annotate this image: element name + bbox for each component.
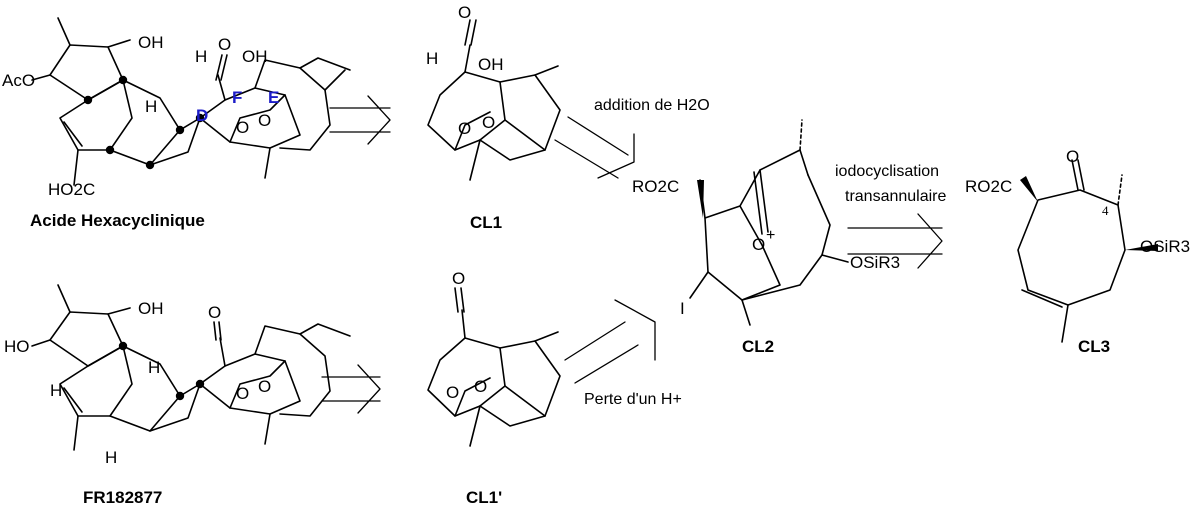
- retro-arrow-hexa-to-cl1: [329, 95, 391, 145]
- retro-arrow-cl2-to-cl3: [847, 213, 943, 269]
- cl1p-carbonyl-o-label: O: [452, 269, 465, 288]
- cl3-structure: RO2C O 4 OSiR3 CL3: [965, 147, 1190, 356]
- cl3-ro2c-label: RO2C: [965, 177, 1012, 196]
- cl1-o1-label: O: [458, 119, 471, 138]
- fr-h-a-label: H: [50, 381, 62, 400]
- step-label-iodo-line2: transannulaire: [845, 188, 947, 205]
- ring-label-f: F: [232, 88, 242, 107]
- cl1-caption: CL1: [470, 213, 502, 232]
- retro-arrow-cl1-to-cl2: [554, 116, 635, 179]
- cl2-ro2c-label: RO2C: [632, 177, 679, 196]
- cl1p-o2-label: O: [474, 377, 487, 396]
- retro-arrow-fr-to-cl1p: [321, 364, 381, 414]
- ring-label-e: E: [268, 88, 279, 107]
- hexa-o1-label: O: [236, 118, 249, 137]
- fr-h-b-label: H: [148, 358, 160, 377]
- step-label-water: addition de H2O: [594, 97, 710, 114]
- hexa-h2-label: H: [195, 47, 207, 66]
- cl1p-structure: O O O CL1': [427, 269, 561, 507]
- cl1-h-label: H: [426, 49, 438, 68]
- hexa-aco-label: AcO: [2, 71, 35, 90]
- fr-h-c-label: H: [105, 448, 117, 467]
- step-label-iodo-line1: iodocyclisation: [835, 163, 939, 180]
- cl2-structure: RO2C O + I OSiR3 CL2: [632, 119, 900, 356]
- cl1p-caption: CL1': [466, 488, 502, 507]
- hexa-carbonyl-o-label: O: [218, 35, 231, 54]
- cl3-carbonyl-o-label: O: [1066, 147, 1079, 166]
- hexacyclinic-acid-caption: Acide Hexacyclinique: [30, 211, 205, 230]
- cl1-structure: H O OH O O CL1: [426, 3, 561, 232]
- cl1-o2-label: O: [482, 113, 495, 132]
- hexa-ho2c-label: HO2C: [48, 180, 95, 199]
- step-label-proton: Perte d'un H+: [584, 391, 682, 408]
- cl1p-o1-label: O: [446, 383, 459, 402]
- cl3-caption: CL3: [1078, 337, 1110, 356]
- cl3-locant-label: 4: [1102, 203, 1109, 218]
- fr-oh-label: OH: [138, 299, 164, 318]
- cl2-oxonium-o-label: O: [752, 235, 765, 254]
- fr-o2-label: O: [258, 377, 271, 396]
- fr-carbonyl-o-label: O: [208, 303, 221, 322]
- cl2-plus-label: +: [766, 227, 775, 244]
- retro-arrow-cl1p-to-cl2: [564, 299, 656, 384]
- fr182877-caption: FR182877: [83, 488, 162, 507]
- cl2-iodo-label: I: [680, 299, 685, 318]
- ring-label-d: D: [196, 106, 208, 125]
- hexa-oh-label: OH: [138, 33, 164, 52]
- hexa-o2-label: O: [258, 111, 271, 130]
- cl2-caption: CL2: [742, 337, 774, 356]
- fr182877-structure: OH HO H H H O O O FR182877: [4, 284, 351, 507]
- hexa-oh2-label: OH: [242, 47, 268, 66]
- cl2-osir3-label: OSiR3: [850, 253, 900, 272]
- hexacyclinic-acid-structure: OH AcO H H O OH O O HO2C D F E Acide Hex…: [2, 17, 351, 230]
- hexa-h1-label: H: [145, 97, 157, 116]
- cl3-osir3-label: OSiR3: [1140, 237, 1190, 256]
- cl1-carbonyl-o-label: O: [458, 3, 471, 22]
- fr-o1-label: O: [236, 384, 249, 403]
- fr-ho-label: HO: [4, 337, 30, 356]
- cl1-oh-label: OH: [478, 55, 504, 74]
